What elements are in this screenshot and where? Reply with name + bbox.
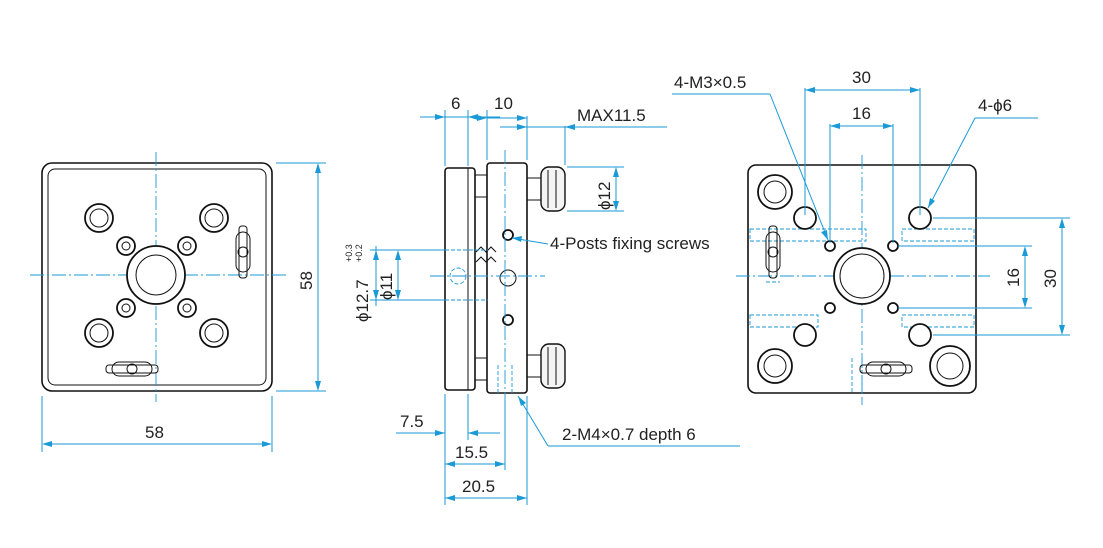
side-dim-d12-7: ϕ12.7 bbox=[353, 279, 372, 322]
side-rear-plate bbox=[486, 162, 528, 394]
side-tol-plus: +0.3 bbox=[344, 244, 354, 262]
front-center-hole bbox=[126, 245, 186, 305]
back-phi6-holes bbox=[793, 206, 932, 347]
front-center-bore bbox=[135, 254, 177, 296]
front-height-label: 58 bbox=[297, 271, 316, 290]
side-view: 6 10 MAX11.5 ϕ12 ϕ11 ϕ12.7 +0.3 +0.2 4-P… bbox=[344, 94, 740, 505]
side-center-screw bbox=[499, 269, 517, 287]
side-post-screw-top bbox=[502, 229, 514, 241]
note-posts-fixing: 4-Posts fixing screws bbox=[550, 234, 710, 253]
side-dim-d12: ϕ12 bbox=[595, 182, 614, 210]
side-dim-7-5: 7.5 bbox=[400, 412, 424, 431]
side-dim-d11: ϕ11 bbox=[377, 273, 396, 300]
side-dim-max: MAX11.5 bbox=[577, 106, 646, 125]
back-bottom-adjuster-icon bbox=[859, 361, 913, 377]
side-dim-10: 10 bbox=[494, 94, 513, 113]
back-dim-30-top: 30 bbox=[852, 68, 871, 87]
back-center-hole bbox=[833, 247, 891, 305]
side-top-knob-icon bbox=[526, 166, 566, 212]
back-dim-30-right: 30 bbox=[1041, 269, 1060, 288]
back-note-d6: 4-ϕ6 bbox=[978, 96, 1012, 115]
front-counterbore-holes bbox=[84, 203, 229, 348]
side-front-plate bbox=[444, 167, 476, 391]
back-note-m3: 4-M3×0.5 bbox=[674, 73, 746, 92]
side-dim-6: 6 bbox=[451, 94, 460, 113]
side-dim-20-5: 20.5 bbox=[462, 477, 495, 496]
front-bottom-adjuster-icon bbox=[105, 361, 159, 377]
side-tol-minus: +0.2 bbox=[354, 244, 364, 262]
front-view: 58 58 bbox=[30, 152, 326, 452]
side-post-screw-bottom bbox=[502, 314, 514, 326]
side-bottom-knob-icon bbox=[526, 343, 566, 389]
note-m4-depth: 2-M4×0.7 depth 6 bbox=[562, 425, 696, 444]
side-dim-15-5: 15.5 bbox=[455, 443, 488, 462]
back-dim-16-right: 16 bbox=[1004, 268, 1023, 287]
back-left-adjuster-icon bbox=[765, 225, 781, 279]
back-corner-holes bbox=[757, 174, 971, 387]
back-view: 30 16 4-M3×0.5 4-ϕ6 16 30 bbox=[672, 68, 1070, 405]
front-small-screws bbox=[116, 236, 197, 318]
back-dim-16-top: 16 bbox=[852, 104, 871, 123]
front-right-adjuster-icon bbox=[235, 225, 251, 279]
side-spring-icon bbox=[475, 246, 497, 263]
front-width-label: 58 bbox=[145, 423, 164, 442]
